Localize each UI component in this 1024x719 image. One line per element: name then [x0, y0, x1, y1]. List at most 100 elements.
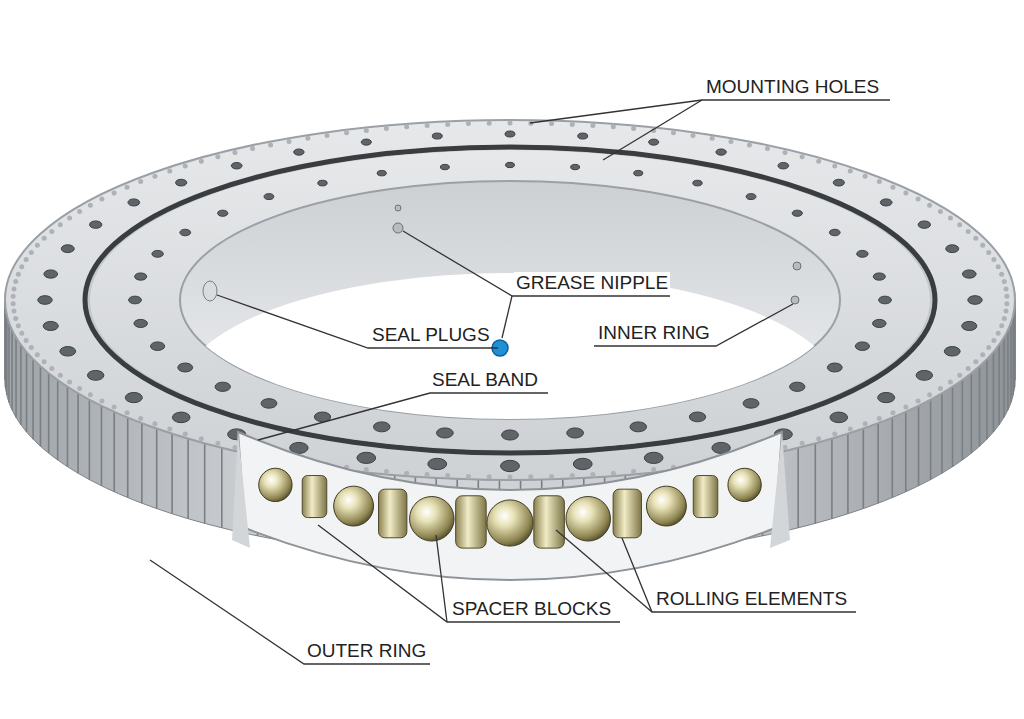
tooth-notch: [152, 174, 157, 179]
mounting-hole: [264, 194, 274, 200]
gear-tooth: [891, 418, 893, 498]
tooth-notch: [508, 121, 513, 126]
mounting-hole: [505, 131, 515, 137]
tooth-notch: [528, 474, 533, 479]
tooth-notch: [1002, 279, 1007, 284]
tooth-notch: [948, 215, 953, 220]
leader-line: [436, 535, 447, 622]
gear-tooth: [918, 406, 920, 486]
tooth-notch: [77, 209, 82, 214]
mounting-hole: [373, 422, 390, 432]
mounting-hole: [231, 162, 242, 168]
tooth-notch: [42, 359, 47, 364]
mounting-hole: [968, 296, 982, 305]
gear-tooth: [187, 439, 189, 519]
tooth-notch: [877, 416, 882, 421]
tooth-notch: [973, 359, 978, 364]
tooth-notch: [125, 410, 130, 415]
mounting-hole: [180, 229, 191, 235]
tooth-notch: [11, 294, 16, 299]
gear-tooth: [962, 380, 964, 460]
gear-tooth: [979, 366, 981, 446]
tooth-notch: [425, 472, 430, 477]
tooth-notch: [42, 236, 47, 241]
gear-tooth: [141, 423, 143, 503]
mounting-hole: [87, 370, 103, 380]
tooth-notch: [232, 150, 237, 155]
spacer-block: [693, 476, 718, 518]
tooth-notch: [487, 474, 492, 479]
tooth-notch: [466, 121, 471, 126]
spacer-block: [379, 489, 407, 538]
gear-tooth: [57, 380, 59, 460]
mounting-hole: [38, 296, 52, 305]
tooth-notch: [384, 469, 389, 474]
part-label: SPACER BLOCKS: [450, 598, 613, 620]
gear-tooth: [171, 434, 173, 514]
gear-tooth: [941, 393, 943, 473]
rolling-ball: [259, 468, 292, 501]
tooth-notch: [570, 473, 575, 478]
tooth-notch: [88, 203, 93, 208]
tooth-notch: [996, 264, 1001, 269]
seal-plug: [203, 281, 217, 301]
tooth-notch: [1002, 316, 1007, 321]
tooth-notch: [425, 123, 430, 128]
mounting-hole: [644, 452, 663, 463]
tooth-notch: [1004, 309, 1009, 314]
mounting-hole: [134, 319, 147, 327]
mounting-hole: [946, 245, 959, 253]
grease-fitting: [395, 205, 401, 211]
mounting-hole: [178, 363, 193, 372]
gear-tooth: [8, 323, 10, 403]
mounting-hole: [176, 179, 187, 186]
tooth-notch: [112, 190, 117, 195]
tooth-notch: [152, 421, 157, 426]
mounting-hole: [855, 342, 869, 351]
mounting-hole: [128, 199, 140, 206]
tooth-notch: [99, 196, 104, 201]
tooth-notch: [167, 427, 172, 432]
tooth-notch: [816, 436, 821, 441]
tooth-notch: [88, 392, 93, 397]
leader-line: [502, 296, 512, 338]
tooth-notch: [99, 399, 104, 404]
tooth-notch: [957, 373, 962, 378]
tooth-notch: [67, 215, 72, 220]
tooth-notch: [199, 159, 204, 164]
tooth-notch: [404, 471, 409, 476]
tooth-notch: [999, 272, 1004, 277]
tooth-notch: [863, 174, 868, 179]
tooth-notch: [832, 431, 837, 436]
mounting-hole: [129, 296, 142, 304]
rolling-ball: [646, 486, 686, 526]
tooth-notch: [986, 250, 991, 255]
mounting-hole: [712, 442, 730, 453]
tooth-notch: [508, 475, 513, 480]
leader-lines: [150, 100, 890, 664]
rolling-ball: [728, 468, 761, 501]
tooth-notch: [996, 331, 1001, 336]
tooth-notch: [1004, 301, 1009, 306]
tooth-notch: [215, 154, 220, 159]
tooth-notch: [344, 130, 349, 135]
tooth-notch: [890, 185, 895, 190]
mounting-hole: [437, 428, 454, 438]
tooth-notch: [991, 257, 996, 262]
gear-tooth: [993, 352, 995, 432]
rolling-elements-row: [259, 468, 762, 548]
tooth-notch: [11, 301, 16, 306]
gear-tooth: [40, 366, 42, 446]
tooth-notch: [549, 474, 554, 479]
tooth-notch: [671, 130, 676, 135]
mounting-hole: [43, 321, 58, 330]
mounting-hole: [689, 412, 705, 422]
tooth-notch: [980, 243, 985, 248]
tooth-notch: [384, 126, 389, 131]
tooth-notch: [980, 352, 985, 357]
tooth-notch: [67, 380, 72, 385]
mounting-hole: [873, 319, 886, 327]
tooth-notch: [24, 338, 29, 343]
mounting-hole: [428, 458, 447, 469]
gear-tooth: [67, 387, 69, 467]
